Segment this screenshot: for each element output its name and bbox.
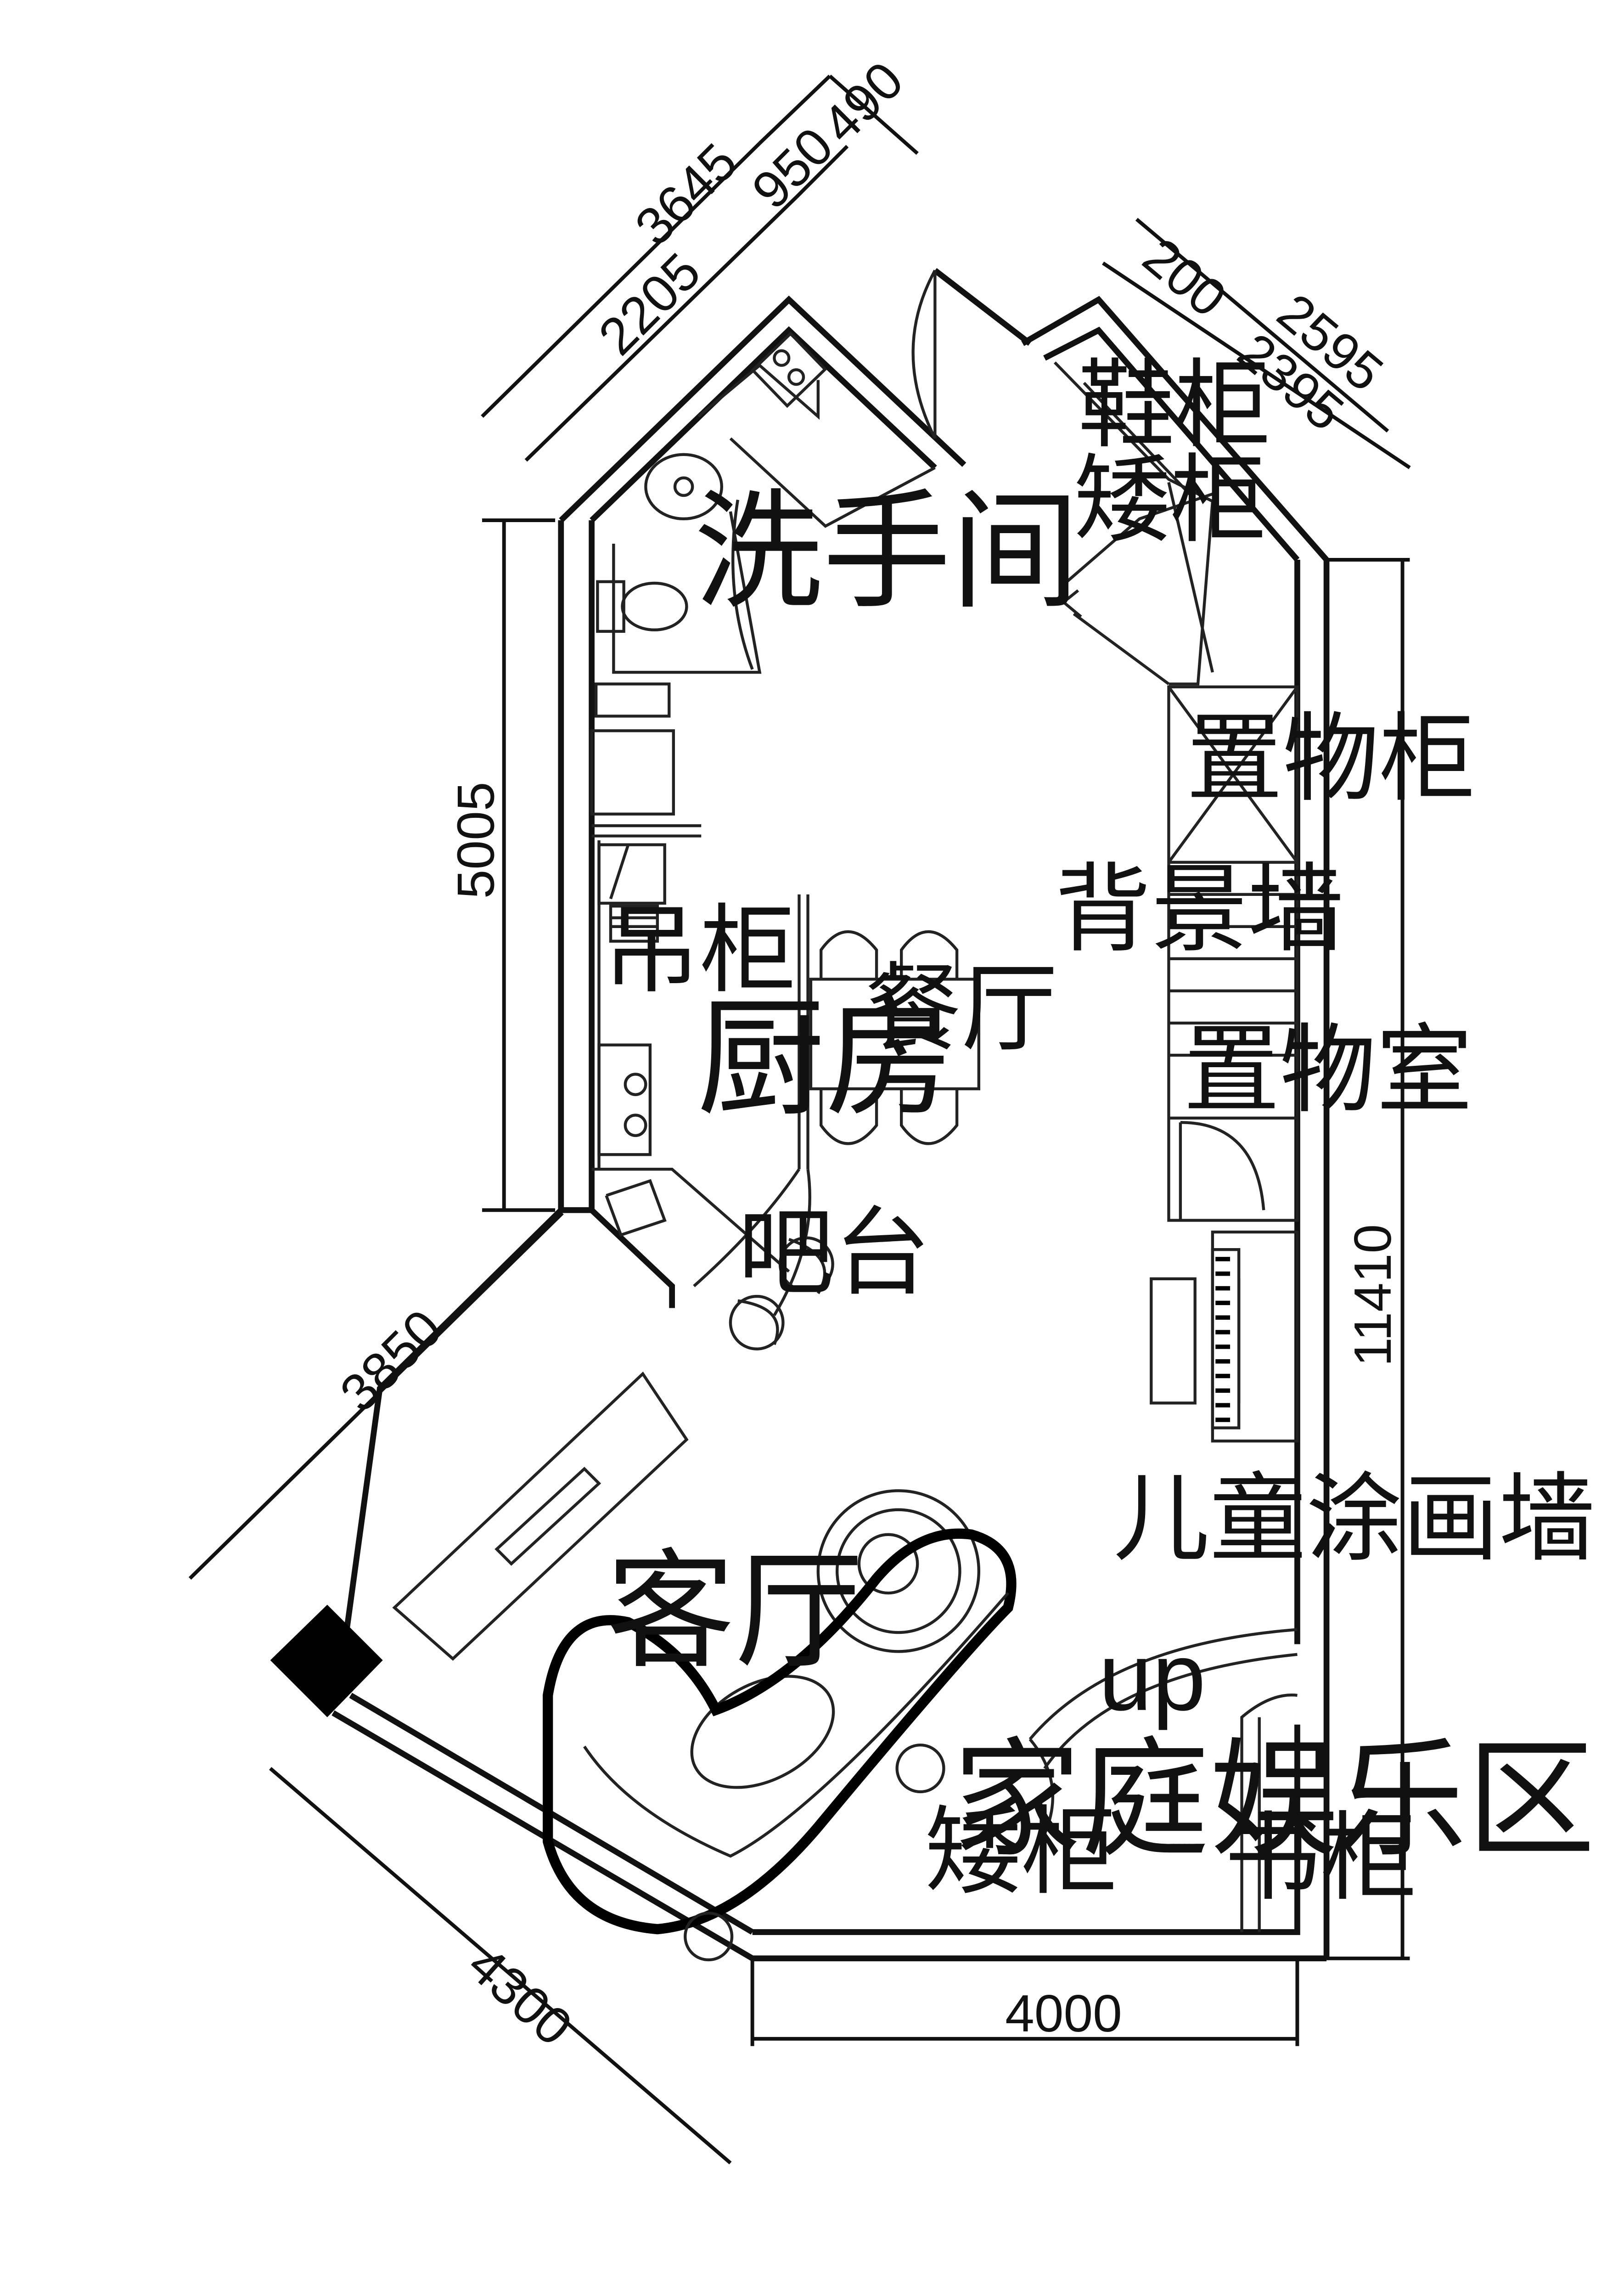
dim-4000: 4000 bbox=[1005, 1984, 1122, 2043]
dim-3850: 3850 bbox=[329, 1299, 453, 1423]
label-up: up bbox=[1099, 1623, 1206, 1731]
label-storage-cabinet: 置物柜 bbox=[1186, 705, 1476, 813]
label-bar: 吧台 bbox=[738, 1199, 931, 1307]
dim-950: 950 bbox=[741, 116, 845, 220]
storage-stack bbox=[1167, 685, 1299, 1222]
label-wall-cabinet: 吊柜 bbox=[603, 896, 796, 1004]
label-entertainment: 家庭娱乐区 bbox=[953, 1728, 1596, 1872]
stove-burner-2 bbox=[624, 1114, 647, 1137]
basin bbox=[644, 453, 723, 521]
label-feature-wall: 背景墙 bbox=[1055, 855, 1344, 963]
label-storage-room: 置物室 bbox=[1183, 1016, 1472, 1124]
entry-cabinets bbox=[1053, 361, 1214, 686]
label-kitchen: 厨房 bbox=[697, 987, 954, 1131]
living-furniture bbox=[392, 1371, 1298, 1962]
label-bookcase: 书柜 bbox=[1224, 1804, 1417, 1912]
label-shoe-cabinet: 鞋柜 bbox=[1078, 351, 1271, 459]
dim-4300: 4300 bbox=[457, 1935, 583, 2057]
washroom bbox=[596, 270, 937, 674]
dim-200: 200 bbox=[1132, 227, 1237, 328]
kitchen-counter bbox=[590, 682, 790, 1273]
dining-set bbox=[693, 894, 980, 1317]
sofa bbox=[543, 1528, 1017, 1935]
label-low-cabinet-bottom: 矮柜 bbox=[925, 1798, 1118, 1906]
stove-burner-1 bbox=[624, 1073, 647, 1097]
label-living: 客厅 bbox=[606, 1540, 863, 1683]
dimension-lines bbox=[188, 74, 1411, 2165]
label-washroom: 洗手间 bbox=[694, 480, 1079, 624]
piano bbox=[1150, 1230, 1299, 1443]
dim-5005: 5005 bbox=[446, 782, 505, 899]
room-labels: 洗手间 鞋柜 矮柜 置物柜 背景墙 置物室 吊柜 厨房 餐厅 吧台 儿童涂画墙 … bbox=[603, 351, 1595, 1912]
dim-11410: 11410 bbox=[1343, 1224, 1402, 1367]
toilet bbox=[621, 581, 688, 631]
dim-2205: 2205 bbox=[587, 242, 712, 366]
piano-keys bbox=[1215, 1257, 1231, 1422]
coffee-table bbox=[690, 1675, 835, 1789]
sink bbox=[609, 905, 659, 943]
label-dining: 餐厅 bbox=[865, 955, 1058, 1063]
lounge-chair bbox=[816, 1489, 980, 1653]
bar-stools bbox=[729, 1236, 834, 1351]
dim-3645: 3645 bbox=[624, 132, 748, 257]
label-kids-wall: 儿童涂画墙 bbox=[1113, 1465, 1596, 1573]
label-low-cabinet-top: 矮柜 bbox=[1074, 446, 1267, 554]
column bbox=[270, 1604, 383, 1717]
dining-table bbox=[809, 978, 980, 1091]
